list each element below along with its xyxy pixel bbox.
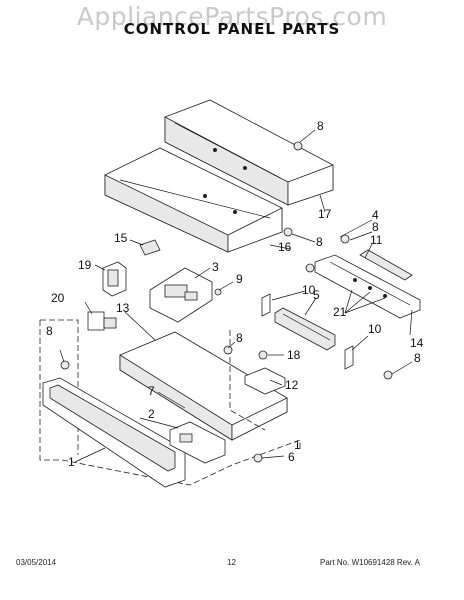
callout-3: 3 <box>212 260 219 274</box>
screws <box>60 141 393 463</box>
callout-18: 18 <box>287 348 301 362</box>
callout-10: 10 <box>302 283 316 297</box>
part-12-terminal-block <box>244 367 286 395</box>
footer-date: 03/05/2014 <box>16 558 57 567</box>
callout-7: 7 <box>148 384 155 398</box>
callout-6: 6 <box>288 450 295 464</box>
callout-1: 1 <box>294 438 301 452</box>
callout-labels: 8 17 4 8 11 8 16 15 19 3 9 10 5 20 13 21… <box>46 119 424 469</box>
footer-part-number: Part No. W10691428 Rev. A <box>320 558 420 567</box>
callout-8: 8 <box>236 331 243 345</box>
part-3-control-board <box>149 267 213 323</box>
callout-17: 17 <box>318 207 332 221</box>
part-14-rail <box>314 254 421 319</box>
callout-4: 4 <box>372 208 379 222</box>
callout-19: 19 <box>78 258 92 272</box>
leader-lines <box>59 129 413 463</box>
callout-2: 2 <box>148 407 155 421</box>
callout-13: 13 <box>116 301 130 315</box>
part-15-clip <box>139 239 161 256</box>
callout-8: 8 <box>414 351 421 365</box>
callout-8: 8 <box>316 235 323 249</box>
callout-21: 21 <box>333 305 347 319</box>
callout-15: 15 <box>114 231 128 245</box>
callout-14: 14 <box>410 336 424 350</box>
callout-8: 8 <box>46 324 53 338</box>
part-17-top-panel <box>164 99 334 206</box>
callout-16: 16 <box>278 240 292 254</box>
callout-10: 10 <box>368 322 382 336</box>
callout-8: 8 <box>317 119 324 133</box>
part-11-strip <box>359 249 413 281</box>
part-10-bracket-left <box>261 293 271 317</box>
callout-1: 1 <box>68 455 75 469</box>
callout-12: 12 <box>285 378 299 392</box>
part-19-bracket <box>102 261 127 297</box>
callout-20: 20 <box>51 291 65 305</box>
callout-11: 11 <box>370 233 383 247</box>
footer-page-number: 12 <box>227 558 236 567</box>
part-2-keypad <box>169 421 226 464</box>
part-10-bracket-right <box>344 345 354 370</box>
part-13-control-plate <box>119 331 288 441</box>
part-1-console-panel <box>42 377 186 488</box>
part-5-tube <box>274 307 336 351</box>
callout-9: 9 <box>236 272 243 286</box>
diagram-title: CONTROL PANEL PARTS <box>123 20 341 38</box>
callout-8: 8 <box>372 220 379 234</box>
part-20-relay <box>87 311 117 331</box>
watermark: AppliancePartsPros.com <box>76 2 388 31</box>
callout-5: 5 <box>313 288 320 302</box>
part-16-trim-panel <box>104 147 283 253</box>
